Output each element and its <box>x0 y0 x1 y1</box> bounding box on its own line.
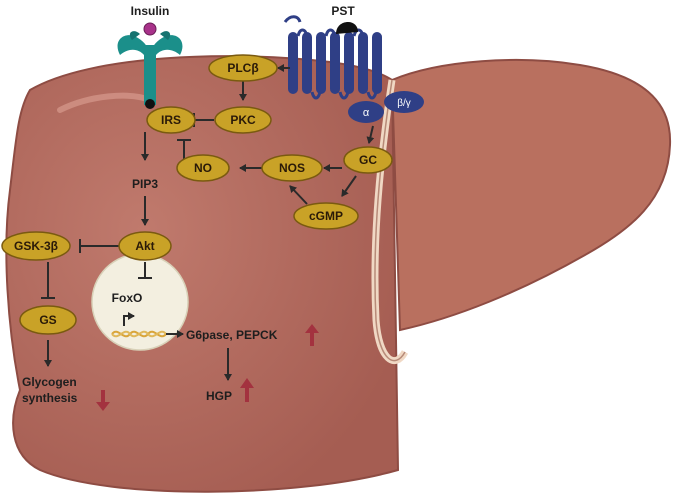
liver-left-lobe <box>5 55 400 493</box>
node-gs-label: GS <box>39 313 56 327</box>
node-plcb-label: PLCβ <box>227 61 258 75</box>
insulin-label: Insulin <box>131 4 170 18</box>
node-irs-label: IRS <box>161 113 181 127</box>
node-gsk3b-label: GSK-3β <box>14 239 58 253</box>
promoter-arrow-icon <box>123 312 135 326</box>
glycogen-label-line2: synthesis <box>22 391 78 405</box>
node-gc: GC <box>343 146 393 174</box>
node-gc-label: GC <box>359 153 377 167</box>
node-akt: Akt <box>118 231 172 261</box>
down-arrow-icon <box>96 390 110 411</box>
node-cgmp: cGMP <box>293 202 359 230</box>
node-irs: IRS <box>146 106 196 134</box>
node-akt-label: Akt <box>135 239 154 253</box>
node-gs: GS <box>19 305 77 335</box>
node-no-label: NO <box>194 161 212 175</box>
pip3-label: PIP3 <box>132 177 158 191</box>
insulin-receptor <box>117 22 183 109</box>
insulin-ligand <box>143 22 157 36</box>
node-cgmp-label: cGMP <box>309 209 343 223</box>
hgp-label: HGP <box>206 389 232 403</box>
pst-ligand <box>336 22 358 34</box>
node-nos: NOS <box>261 154 323 182</box>
g-alpha <box>348 101 384 123</box>
foxo-label: FoxO <box>112 291 143 305</box>
node-pkc: PKC <box>214 106 272 134</box>
g-beta-gamma <box>384 91 424 113</box>
node-gsk3b: GSK-3β <box>1 231 71 261</box>
activation-arrows <box>44 64 375 381</box>
pst-gpcr <box>283 15 382 100</box>
up-arrow-icon <box>305 324 319 346</box>
node-pkc-label: PKC <box>230 113 256 127</box>
liver-right-lobe <box>390 59 672 332</box>
dna-icon <box>111 330 167 338</box>
g-protein: α β/γ <box>348 91 424 123</box>
up-arrow-icon <box>240 378 254 402</box>
glycogen-label-line1: Glycogen <box>22 375 77 389</box>
liver-highlight <box>57 92 153 113</box>
g-alpha-label: α <box>363 107 370 119</box>
pst-label: PST <box>331 4 355 18</box>
node-nos-label: NOS <box>279 161 305 175</box>
g6pase-pepck-label: G6pase, PEPCK <box>186 328 278 342</box>
node-plcb: PLCβ <box>208 54 278 82</box>
node-no: NO <box>176 154 230 182</box>
g-beta-gamma-label: β/γ <box>397 98 411 109</box>
